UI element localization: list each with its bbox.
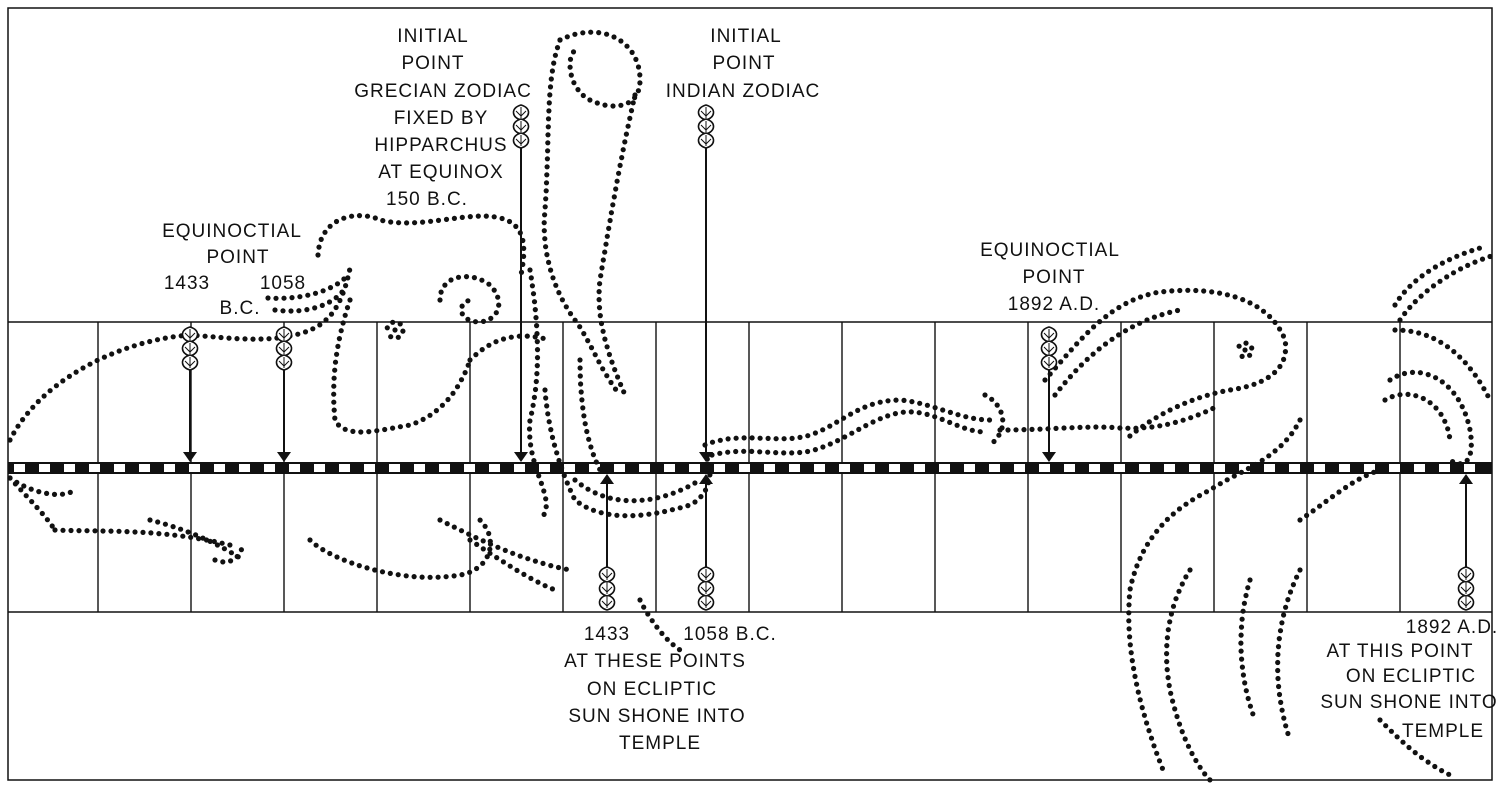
fish-tail-inner [572,477,698,504]
ram-back [7,332,288,443]
ram-foot [212,547,244,565]
bull-head-top [315,213,527,275]
svg-text:INITIAL: INITIAL [710,26,781,47]
svg-text:SUN SHONE INTO: SUN SHONE INTO [1320,692,1497,713]
svg-text:GRECIAN ZODIAC: GRECIAN ZODIAC [354,81,532,102]
water-stream-6 [1297,469,1377,523]
svg-text:ON ECLIPTIC: ON ECLIPTIC [587,679,717,700]
outer-frame [7,7,1493,781]
svg-text:AT EQUINOX: AT EQUINOX [378,162,503,183]
svg-text:POINT: POINT [1022,267,1085,288]
label-equinoctial-point-bc: EQUINOCTIAL POINT 1433 1058 B.C. [162,221,306,319]
svg-text:1058 B.C.: 1058 B.C. [683,624,777,645]
water-stream-4 [1275,567,1303,737]
ram-leg-1 [7,475,73,497]
aquarius-arm-2 [1392,245,1482,308]
svg-text:TEMPLE: TEMPLE [619,733,701,754]
svg-text:ON ECLIPTIC: ON ECLIPTIC [1346,666,1476,687]
svg-text:1433: 1433 [584,624,630,645]
arrows [181,104,1475,611]
arrow-equinox-1433-bc [181,326,199,462]
middle-fish-2 [709,409,983,458]
svg-text:HIPPARCHUS: HIPPARCHUS [374,135,507,156]
arrow-equinox-1058-bc [275,326,293,462]
svg-text:EQUINOCTIAL: EQUINOCTIAL [980,240,1120,261]
bull-face [331,297,471,435]
pisces-fish-body [1042,287,1289,439]
svg-text:EQUINOCTIAL: EQUINOCTIAL [162,221,302,242]
pisces-fish-inner [1052,307,1181,398]
svg-text:SUN SHONE INTO: SUN SHONE INTO [568,706,745,727]
bull-eye-spiral [437,274,502,325]
label-temple-points-bc: 1433 1058 B.C. AT THESE POINTS ON ECLIPT… [564,624,777,754]
svg-text:TEMPLE: TEMPLE [1402,721,1484,742]
arrow-grecian-initial-point [512,104,530,462]
svg-text:AT THESE POINTS: AT THESE POINTS [564,651,746,672]
water-stream-5 [1377,717,1452,777]
svg-text:150 B.C.: 150 B.C. [386,189,468,210]
water-stream-2 [1164,567,1213,783]
fish-left-side [541,37,619,392]
label-indian-initial-point: INITIAL POINT INDIAN ZODIAC [666,26,820,102]
arrow-temple-1433-bc [598,474,616,611]
aquarius-arm-1 [1397,253,1493,323]
svg-text:1892 A.D.: 1892 A.D. [1406,617,1498,638]
bull-leg-3 [467,537,556,592]
svg-text:1058: 1058 [260,273,306,294]
arrow-equinox-1892-ad [1040,326,1058,462]
ram-leg-2 [147,517,241,560]
bull-leg-2 [437,517,569,572]
ecliptic-line [8,462,1492,474]
label-equinoctial-point-ad: EQUINOCTIAL POINT 1892 A.D. [980,240,1120,315]
bull-jaw [467,333,546,363]
middle-fish-1 [702,397,993,448]
arrow-indian-initial-point [697,104,715,462]
bull-eye [384,319,406,340]
ram-belly [52,527,233,548]
svg-text:POINT: POINT [712,53,775,74]
svg-text:B.C.: B.C. [220,298,261,319]
svg-text:INITIAL: INITIAL [397,26,468,47]
middle-fish-line [997,405,1216,433]
pisces-eye [1236,340,1255,359]
arrow-temple-1058-bc [697,474,715,611]
svg-text:1433: 1433 [164,273,210,294]
aquarius-urn-2 [1382,391,1453,440]
svg-text:INDIAN ZODIAC: INDIAN ZODIAC [666,81,820,102]
fish-fin-low [637,597,683,653]
arrow-temple-1892-ad [1457,474,1475,611]
water-stream-1 [1126,417,1303,771]
ram-horn-2 [272,289,345,314]
label-grecian-initial-point: INITIAL POINT GRECIAN ZODIAC FIXED BY HI… [354,26,532,210]
svg-text:1892 A.D.: 1892 A.D. [1008,294,1100,315]
aquarius-arm-3 [1392,327,1491,399]
svg-text:POINT: POINT [206,247,269,268]
bull-horn-down [526,267,549,517]
label-temple-point-ad: 1892 A.D. AT THIS POINT ON ECLIPTIC SUN … [1320,617,1498,742]
ram-horn-1 [265,276,347,301]
fish-right-side [596,92,638,395]
water-stream-3 [1238,577,1256,717]
bull-leg [307,517,493,580]
fish-inner [577,357,603,472]
ram-leg-3 [7,475,55,529]
svg-text:FIXED BY: FIXED BY [394,108,489,129]
middle-fish-tail [982,392,1006,445]
svg-text:AT THIS POINT: AT THIS POINT [1326,641,1473,662]
fish-head [557,29,643,109]
aquarius-urn-1 [1387,369,1474,467]
svg-text:POINT: POINT [401,53,464,74]
constellation-figures [7,29,1493,783]
